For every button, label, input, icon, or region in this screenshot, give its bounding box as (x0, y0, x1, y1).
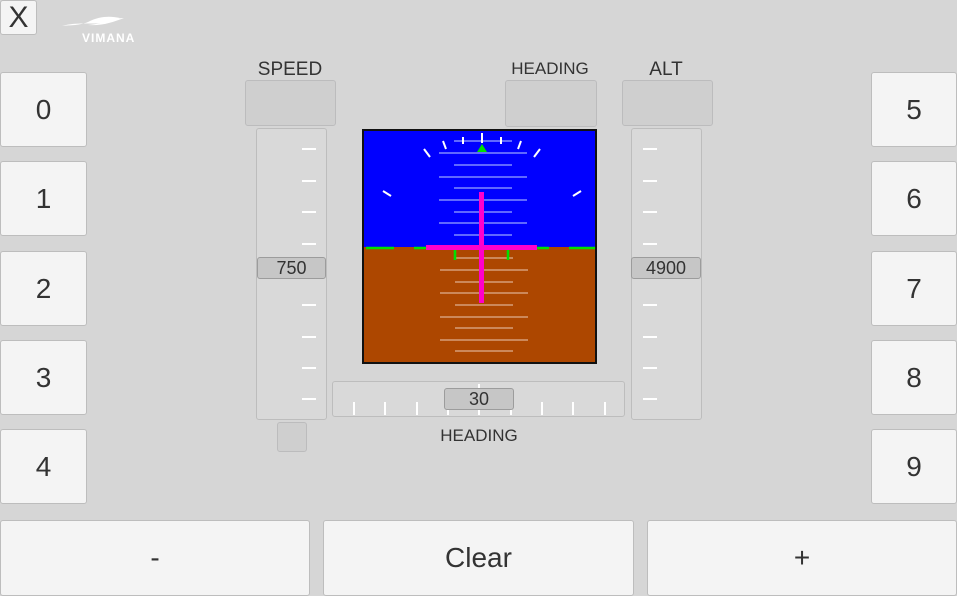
vimana-logo: VIMANA (58, 14, 153, 46)
key-5[interactable]: 5 (871, 72, 957, 147)
alt-readout: 4900 (631, 257, 701, 279)
key-9[interactable]: 9 (871, 429, 957, 504)
attitude-indicator (362, 129, 597, 364)
close-button[interactable]: X (0, 0, 37, 35)
clear-button[interactable]: Clear (323, 520, 634, 596)
alt-input[interactable] (622, 80, 713, 126)
speed-small-button[interactable] (277, 422, 307, 452)
plus-button[interactable]: + (647, 520, 957, 596)
key-6[interactable]: 6 (871, 161, 957, 236)
heading-bottom-label: HEADING (440, 426, 518, 445)
heading-readout: 30 (444, 388, 514, 410)
heading-top-label: HEADING (511, 59, 589, 78)
minus-button[interactable]: - (0, 520, 310, 596)
speed-readout: 750 (257, 257, 326, 279)
heading-tape (332, 381, 625, 417)
logo-swoosh-icon (62, 16, 124, 26)
speed-input[interactable] (245, 80, 336, 126)
key-7[interactable]: 7 (871, 251, 957, 326)
alt-label: ALT (649, 59, 683, 80)
logo-text: VIMANA (82, 31, 136, 45)
key-3[interactable]: 3 (0, 340, 87, 415)
key-0[interactable]: 0 (0, 72, 87, 147)
key-8[interactable]: 8 (871, 340, 957, 415)
key-4[interactable]: 4 (0, 429, 87, 504)
key-2[interactable]: 2 (0, 251, 87, 326)
heading-input[interactable] (505, 80, 597, 127)
speed-label: SPEED (257, 59, 323, 80)
key-1[interactable]: 1 (0, 161, 87, 236)
